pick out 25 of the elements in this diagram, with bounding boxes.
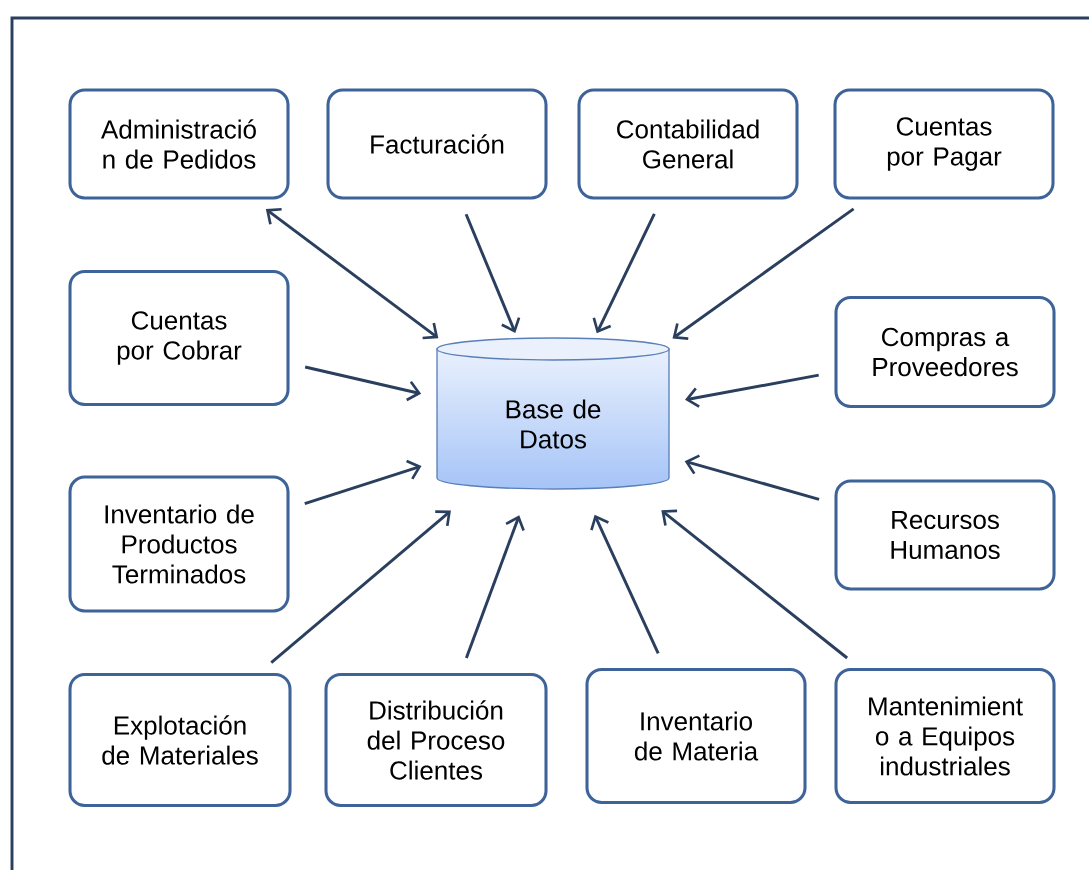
process-box: Inventario de Productos Terminados bbox=[68, 475, 290, 613]
database-cylinder: Base de Datos bbox=[436, 337, 670, 490]
arrow bbox=[270, 510, 451, 664]
process-box: Inventario de Materia bbox=[585, 667, 807, 805]
arrow bbox=[684, 454, 820, 501]
arrow bbox=[464, 213, 521, 333]
arrow bbox=[265, 207, 439, 340]
process-box: Distribución del Proceso Clientes bbox=[324, 672, 548, 808]
arrow bbox=[304, 365, 422, 402]
arrow bbox=[661, 509, 849, 660]
process-box: Contabilidad General bbox=[577, 88, 799, 200]
arrow bbox=[672, 207, 855, 340]
process-box: Mantenimient o a Equipos industriales bbox=[834, 667, 1056, 805]
arrow bbox=[590, 514, 660, 655]
process-box: Recursos Humanos bbox=[834, 479, 1056, 591]
process-box: Administració n de Pedidos bbox=[68, 88, 290, 200]
process-box: Explotación de Materiales bbox=[68, 672, 292, 808]
arrow bbox=[304, 459, 422, 505]
arrow bbox=[685, 373, 819, 408]
process-box: Facturación bbox=[326, 88, 548, 200]
process-box: Compras a Proveedores bbox=[834, 295, 1056, 409]
process-box: Cuentas por Pagar bbox=[833, 88, 1055, 200]
process-box: Cuentas por Cobrar bbox=[68, 269, 290, 407]
arrow bbox=[592, 213, 656, 334]
arrow bbox=[465, 515, 525, 659]
